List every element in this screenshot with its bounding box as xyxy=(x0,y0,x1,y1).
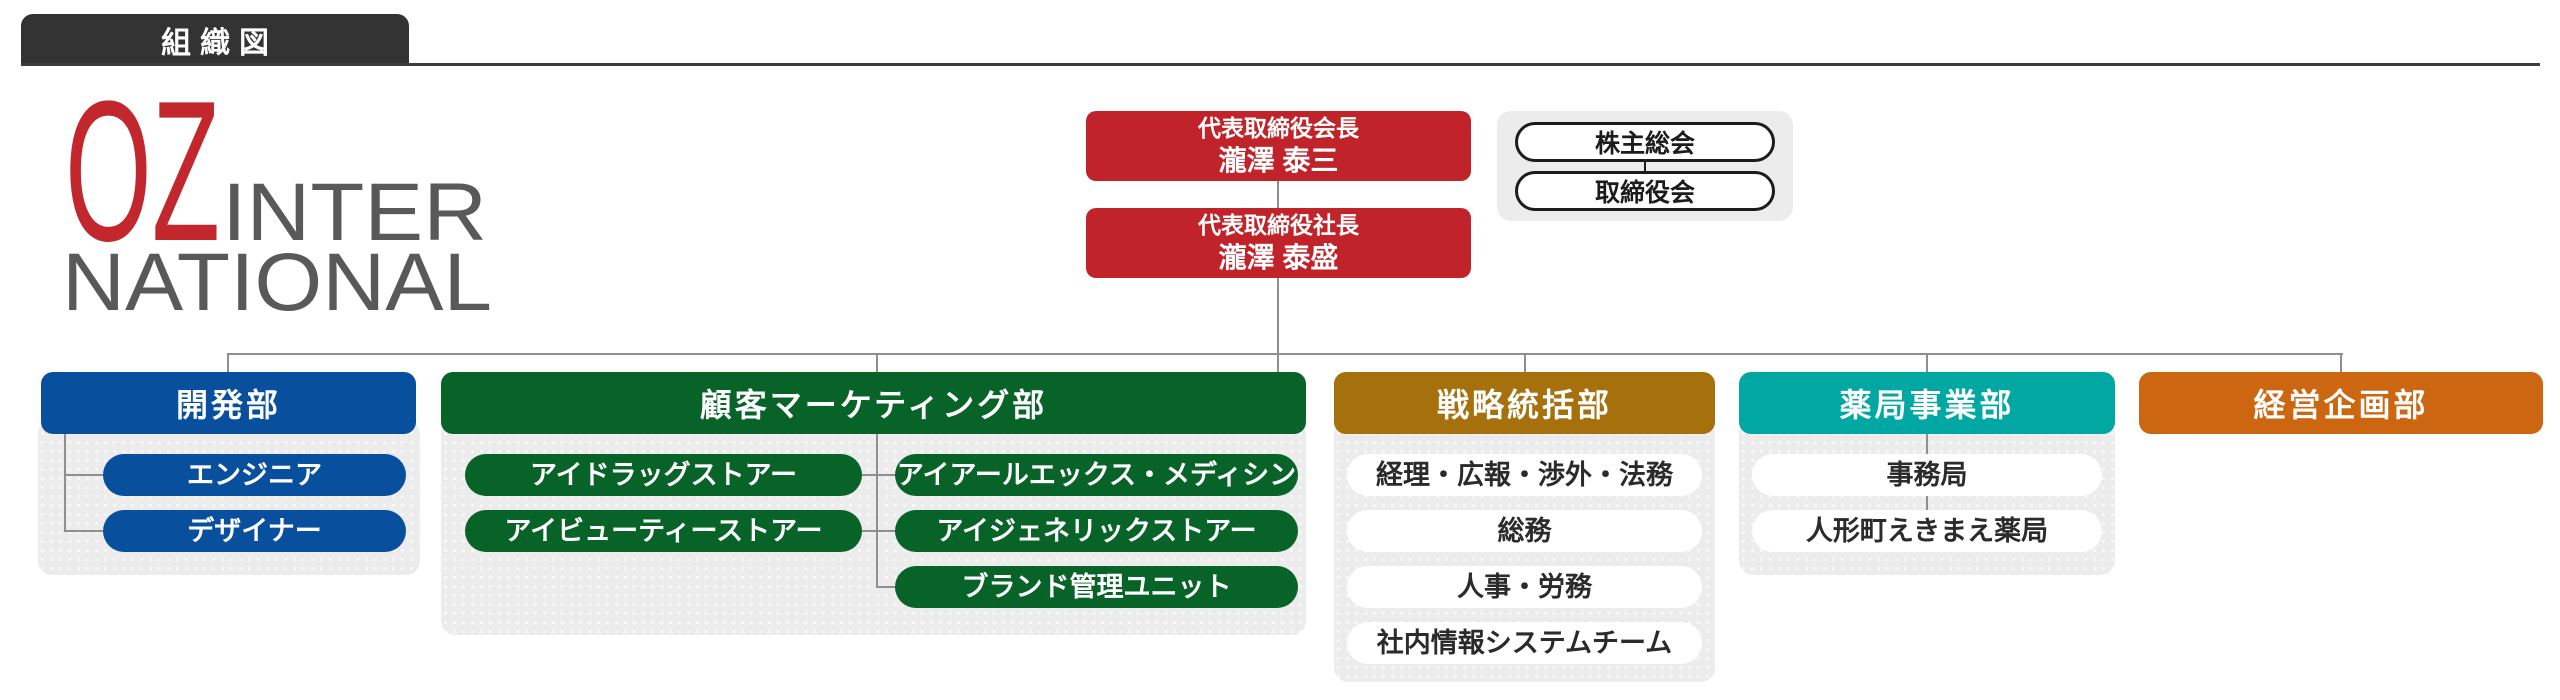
logo-inter-text: INTER xyxy=(222,167,487,258)
connector-marketing-stub-3 xyxy=(876,586,895,588)
connector-marketing-stub-2 xyxy=(862,530,895,532)
child-box-designer: デザイナー xyxy=(103,510,406,552)
connector-dev-stub-2 xyxy=(64,530,103,532)
department-header-marketing: 顧客マーケティング部 xyxy=(441,372,1306,434)
governance-box-shareholders: 株主総会 xyxy=(1515,122,1775,162)
connector-drop-marketing xyxy=(876,353,878,372)
connector-drop-strategy xyxy=(1524,353,1526,372)
connector-dev-elbow xyxy=(64,434,66,531)
department-header-corporate: 経営企画部 xyxy=(2139,372,2543,434)
department-header-strategy: 戦略統括部 xyxy=(1334,372,1715,434)
child-box-irx-medicine: アイアールエックス・メディシン xyxy=(895,454,1298,496)
page-title-tab: 組織図 xyxy=(21,14,409,65)
child-box-idrugstore: アイドラッグストアー xyxy=(465,454,862,496)
executive-title: 代表取締役会長 xyxy=(1198,115,1359,141)
child-box-hr-labor: 人事・労務 xyxy=(1347,566,1702,608)
logo-national-text: NATIONAL xyxy=(62,237,492,328)
connector-dev-stub-1 xyxy=(64,474,103,476)
connector-distribution-line xyxy=(228,353,2343,355)
connector-pharmacy-tick-2 xyxy=(1926,496,1928,510)
connector-chairman-president xyxy=(1277,181,1279,208)
child-box-accounting-pr-legal: 経理・広報・渉外・法務 xyxy=(1347,454,1702,496)
connector-drop-dev xyxy=(227,353,229,372)
child-box-ningyocho-pharmacy: 人形町えきまえ薬局 xyxy=(1752,510,2102,552)
executive-card-president: 代表取締役社長 瀧澤 泰盛 xyxy=(1086,208,1471,278)
executive-name: 瀧澤 泰盛 xyxy=(1218,242,1339,273)
connector-drop-pharmacy xyxy=(1926,353,1928,372)
department-header-pharmacy: 薬局事業部 xyxy=(1739,372,2115,434)
header-divider xyxy=(21,63,2540,66)
child-box-secretariat: 事務局 xyxy=(1752,454,2102,496)
executive-name: 瀧澤 泰三 xyxy=(1218,145,1339,176)
department-header-dev: 開発部 xyxy=(41,372,416,434)
governance-panel: 株主総会 取締役会 xyxy=(1497,111,1793,221)
child-box-engineer: エンジニア xyxy=(103,454,406,496)
executive-title: 代表取締役社長 xyxy=(1198,212,1359,238)
connector-drop-corporate xyxy=(2340,353,2342,372)
connector-president-trunk xyxy=(1277,278,1279,372)
connector-governance xyxy=(1644,162,1646,171)
child-box-igenericstore: アイジェネリックストアー xyxy=(895,510,1298,552)
company-logo: OZ INTER NATIONAL xyxy=(62,85,492,328)
connector-pharmacy-tick-1 xyxy=(1926,434,1928,454)
connector-marketing-spine xyxy=(876,434,878,588)
connector-marketing-stub-1 xyxy=(862,474,895,476)
child-box-brand-unit: ブランド管理ユニット xyxy=(895,566,1298,608)
governance-box-board: 取締役会 xyxy=(1515,171,1775,211)
child-box-ibeautystore: アイビューティーストアー xyxy=(465,510,862,552)
child-box-internal-it-team: 社内情報システムチーム xyxy=(1347,622,1702,664)
logo-oz-text: OZ xyxy=(65,85,220,283)
child-box-general-affairs: 総務 xyxy=(1347,510,1702,552)
executive-card-chairman: 代表取締役会長 瀧澤 泰三 xyxy=(1086,111,1471,181)
page-title: 組織図 xyxy=(161,26,278,60)
